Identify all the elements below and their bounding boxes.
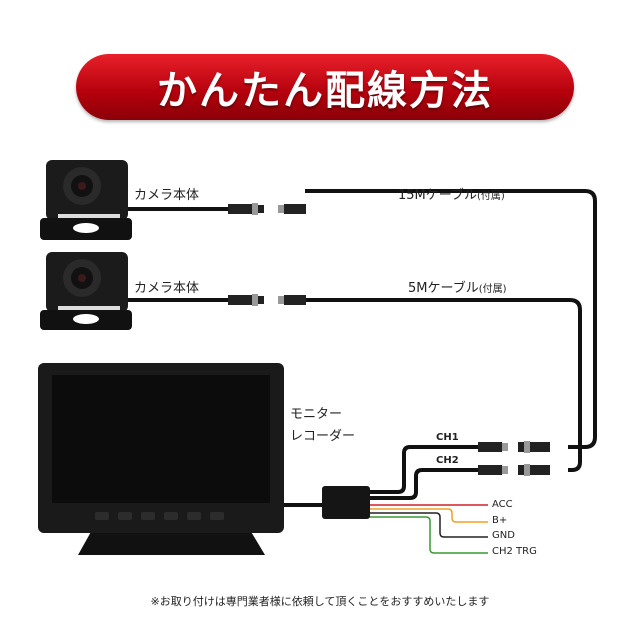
cable-5m-text: 5Mケーブル: [408, 281, 479, 296]
camera-label-1: カメラ本体: [134, 188, 200, 203]
footnote: ※お取り付けは専門業者様に依頼して頂くことをおすすめいたします: [150, 595, 490, 608]
cable-15m-label: 15Mケーブル(付属): [398, 184, 505, 203]
cable-15m-note: (付属): [476, 191, 505, 202]
title: かんたん配線方法: [157, 68, 493, 114]
camera1-connector-male: [228, 203, 264, 215]
ch1-label: CH1: [436, 432, 459, 443]
cable-15m-text: 15Mケーブル: [398, 188, 477, 203]
wire-label-bplus: B+: [492, 515, 508, 526]
ch1-lead: [368, 445, 480, 494]
wire-ch2trg: [368, 516, 488, 554]
cable5-connector-female: [278, 295, 306, 305]
monitor-label-2: レコーダー: [290, 429, 356, 444]
camera-label-2: カメラ本体: [134, 281, 200, 296]
cable-5m-label: 5Mケーブル(付属): [408, 277, 507, 296]
junction-box: [322, 486, 370, 519]
connectors: [228, 203, 550, 476]
wire-gnd: [368, 512, 488, 538]
wire-bplus: [368, 508, 488, 523]
monitor-icon: [38, 363, 284, 555]
camera-2-icon: [40, 252, 132, 330]
title-banner: かんたん配線方法: [76, 54, 574, 120]
camera2-connector-male: [228, 294, 264, 306]
ch1-connector: [478, 441, 550, 453]
ch2-connector: [478, 464, 550, 476]
wire-label-ch2trg: CH2 TRG: [492, 546, 537, 557]
ch2-lead: [368, 468, 480, 500]
cable-15m: [305, 189, 597, 449]
cable15-connector-female: [278, 204, 306, 214]
camera-1-icon: [40, 160, 132, 240]
monitor-label-1: モニター: [290, 407, 343, 422]
wire-label-gnd: GND: [492, 530, 515, 541]
ch2-label: CH2: [436, 455, 459, 466]
cable-5m: [305, 298, 582, 472]
wire-label-acc: ACC: [492, 499, 513, 510]
cable-5m-note: (付属): [478, 284, 507, 295]
